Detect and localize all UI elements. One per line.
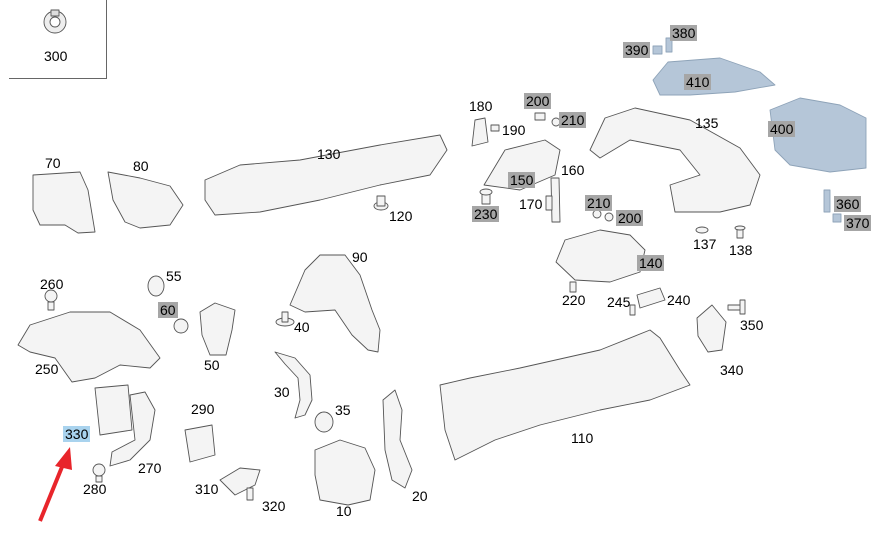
part-210b-drawing bbox=[592, 209, 602, 219]
part-200b-drawing bbox=[604, 212, 614, 222]
part-310-drawing bbox=[219, 467, 261, 496]
part-120-drawing bbox=[373, 195, 389, 211]
part-10-drawing bbox=[314, 439, 376, 506]
part-280-drawing bbox=[92, 463, 106, 483]
part-label-360[interactable]: 360 bbox=[834, 196, 862, 212]
part-20-drawing bbox=[382, 389, 413, 489]
part-label-130[interactable]: 130 bbox=[317, 146, 341, 162]
part-70-drawing bbox=[32, 171, 96, 234]
part-label-245[interactable]: 245 bbox=[607, 294, 631, 310]
part-label-200-lower[interactable]: 200 bbox=[616, 210, 644, 226]
part-label-210[interactable]: 210 bbox=[559, 112, 587, 128]
part-label-380[interactable]: 380 bbox=[670, 25, 698, 41]
part-label-20[interactable]: 20 bbox=[412, 488, 428, 504]
part-label-50[interactable]: 50 bbox=[204, 357, 220, 373]
part-label-190[interactable]: 190 bbox=[502, 122, 526, 138]
part-label-35[interactable]: 35 bbox=[335, 402, 351, 418]
part-400-drawing bbox=[769, 97, 867, 173]
part-230-drawing bbox=[479, 188, 493, 205]
part-370-drawing bbox=[832, 213, 842, 223]
part-80-drawing bbox=[107, 171, 184, 229]
part-label-250[interactable]: 250 bbox=[35, 361, 59, 377]
part-label-270[interactable]: 270 bbox=[138, 460, 162, 476]
part-130-drawing bbox=[204, 134, 448, 216]
part-label-40[interactable]: 40 bbox=[294, 319, 310, 335]
part-380-drawing bbox=[665, 37, 673, 53]
part-390-drawing bbox=[652, 45, 663, 55]
part-label-330[interactable]: 330 bbox=[63, 426, 91, 442]
part-90-drawing bbox=[289, 254, 381, 353]
part-270-drawing bbox=[109, 391, 156, 467]
part-label-150[interactable]: 150 bbox=[508, 172, 536, 188]
part-170-drawing bbox=[545, 195, 553, 211]
part-label-138[interactable]: 138 bbox=[729, 242, 753, 258]
part-290-drawing bbox=[184, 424, 216, 463]
part-360-drawing bbox=[823, 189, 831, 213]
part-label-120[interactable]: 120 bbox=[389, 208, 413, 224]
part-label-180[interactable]: 180 bbox=[469, 98, 493, 114]
part-260-drawing bbox=[44, 289, 58, 311]
part-220-drawing bbox=[569, 281, 577, 293]
part-label-10[interactable]: 10 bbox=[336, 503, 352, 519]
pointer-arrow bbox=[38, 447, 72, 522]
part-140-drawing bbox=[555, 229, 646, 283]
part-137-drawing bbox=[695, 226, 709, 234]
part-label-60[interactable]: 60 bbox=[158, 302, 178, 318]
part-55-drawing bbox=[147, 275, 165, 297]
part-label-400[interactable]: 400 bbox=[768, 121, 796, 137]
part-350-drawing bbox=[727, 299, 746, 315]
part-40-drawing bbox=[275, 311, 295, 327]
part-135-drawing bbox=[589, 107, 761, 213]
part-330-drawing bbox=[94, 384, 133, 436]
part-35-drawing bbox=[314, 411, 334, 433]
part-138-drawing bbox=[734, 225, 746, 239]
part-60-drawing bbox=[173, 318, 189, 334]
part-label-90[interactable]: 90 bbox=[352, 249, 368, 265]
part-label-80[interactable]: 80 bbox=[133, 158, 149, 174]
part-label-230[interactable]: 230 bbox=[472, 206, 500, 222]
part-label-135[interactable]: 135 bbox=[695, 115, 719, 131]
part-340-drawing bbox=[696, 304, 727, 353]
part-150-drawing bbox=[483, 139, 561, 191]
part-label-220[interactable]: 220 bbox=[562, 292, 586, 308]
part-250-drawing bbox=[17, 311, 161, 383]
part-label-140[interactable]: 140 bbox=[637, 255, 665, 271]
part-180-drawing bbox=[471, 117, 489, 147]
part-200a-drawing bbox=[534, 112, 546, 121]
part-190-drawing bbox=[490, 124, 500, 132]
part-label-280[interactable]: 280 bbox=[83, 481, 107, 497]
part-410-drawing bbox=[652, 57, 776, 96]
part-30-drawing bbox=[274, 351, 313, 419]
part-label-310[interactable]: 310 bbox=[195, 481, 219, 497]
part-label-170[interactable]: 170 bbox=[519, 196, 543, 212]
part-245-drawing bbox=[629, 304, 636, 316]
part-110-drawing bbox=[439, 329, 691, 461]
part-50-drawing bbox=[199, 302, 236, 356]
part-label-30[interactable]: 30 bbox=[274, 384, 290, 400]
part-label-260[interactable]: 260 bbox=[40, 276, 64, 292]
part-label-410[interactable]: 410 bbox=[684, 74, 712, 90]
part-label-160[interactable]: 160 bbox=[561, 162, 585, 178]
part-label-110[interactable]: 110 bbox=[571, 430, 594, 446]
legend-label-300[interactable]: 300 bbox=[44, 48, 68, 64]
part-label-240[interactable]: 240 bbox=[667, 292, 691, 308]
part-label-340[interactable]: 340 bbox=[720, 362, 744, 378]
part-label-390[interactable]: 390 bbox=[623, 42, 651, 58]
part-label-137[interactable]: 137 bbox=[693, 236, 717, 252]
part-label-200[interactable]: 200 bbox=[524, 93, 552, 109]
legend-box bbox=[9, 0, 107, 79]
part-320-drawing bbox=[246, 487, 254, 501]
part-label-370[interactable]: 370 bbox=[844, 215, 871, 231]
part-300-drawing bbox=[43, 9, 67, 34]
part-label-320[interactable]: 320 bbox=[262, 498, 286, 514]
part-label-55[interactable]: 55 bbox=[166, 268, 182, 284]
part-label-210-lower[interactable]: 210 bbox=[585, 195, 613, 211]
part-label-350[interactable]: 350 bbox=[740, 317, 764, 333]
part-label-70[interactable]: 70 bbox=[45, 155, 61, 171]
part-240-drawing bbox=[636, 287, 666, 309]
part-label-290[interactable]: 290 bbox=[191, 401, 215, 417]
